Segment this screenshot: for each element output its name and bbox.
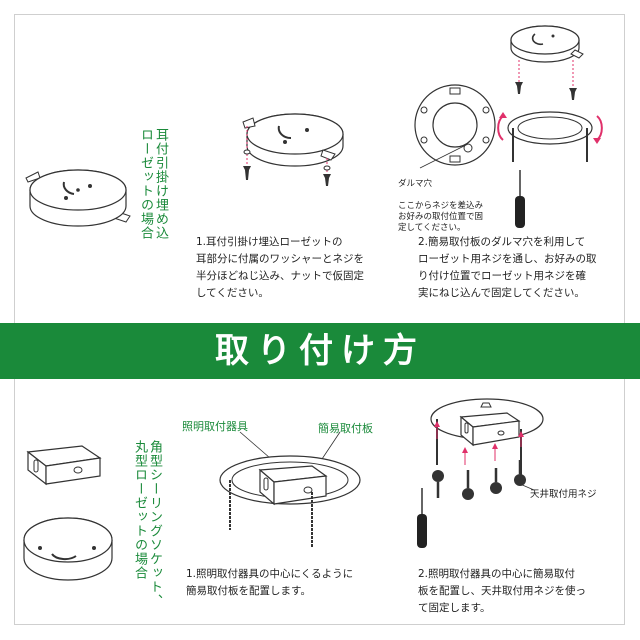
bottom-step1-text: 1.照明取付器具の中心にくるように 簡易取付板を配置します。 (186, 568, 354, 597)
page-frame (14, 14, 625, 625)
rotate-arrow-icon (497, 115, 504, 141)
note-leader-line (419, 143, 469, 169)
bottom-side-label: 角型シーリングソケット、 丸型ローゼットの場合 (132, 440, 162, 608)
bottom-side-label-line1: 角型シーリングソケット、 (147, 440, 162, 608)
banner-title: 取り付け方 (215, 331, 425, 371)
title-banner: 取り付け方 (0, 323, 640, 379)
screw-icon (432, 460, 526, 500)
screwdriver-icon (515, 170, 525, 228)
screw-label-leader (519, 483, 535, 491)
rosette-top-icon (510, 25, 584, 63)
mounting-plate-icon (414, 84, 496, 166)
rosette-screw-pair-icon (515, 60, 577, 100)
rosette-with-ears-icon (25, 169, 131, 227)
bottom-side-label-line2: 丸型ローゼットの場合 (132, 440, 147, 580)
label-ceiling-screw: 天井取付用ネジ (530, 489, 597, 500)
daruma-hole-body: ここからネジを差込み お好みの取付位置で固 定してください。 (398, 201, 484, 233)
top-side-label-line1: 耳付引掛け埋め込 (153, 128, 168, 240)
square-socket-icon (26, 445, 102, 486)
daruma-hole-note: ダルマ穴 ここからネジを差込み お好みの取付位置で固 定してください。 (398, 168, 508, 234)
ceiling-mount-assembly-icon (430, 398, 544, 479)
top-step2-text: 2.簡易取付板のダルマ穴を利用して ローゼット用ネジを通し、お好みの取 り付け位… (418, 236, 597, 299)
plate-with-screws-icon (497, 111, 603, 162)
bottom-step2-text: 2.照明取付器具の中心に簡易取付 板を配置し、天井取付用ネジを使っ て固定します… (418, 568, 586, 614)
label-fixture: 照明取付器具 (182, 420, 248, 433)
daruma-hole-title: ダルマ穴 (398, 179, 433, 189)
rosette-screw-assembly-icon (242, 113, 344, 186)
label-plate: 簡易取付板 (318, 422, 373, 435)
screwdriver-icon-bottom (417, 488, 427, 548)
top-step1-text: 1.耳付引掛け埋込ローゼットの 耳部分に付属のワッシャーとネジを 半分ほどねじ込… (196, 236, 364, 299)
fixture-plate-assembly-icon (219, 431, 361, 548)
round-rosette-icon (23, 517, 113, 581)
top-side-label-line2: ローゼットの場合 (138, 128, 153, 240)
top-side-label: 耳付引掛け埋め込 ローゼットの場合 (138, 128, 168, 240)
